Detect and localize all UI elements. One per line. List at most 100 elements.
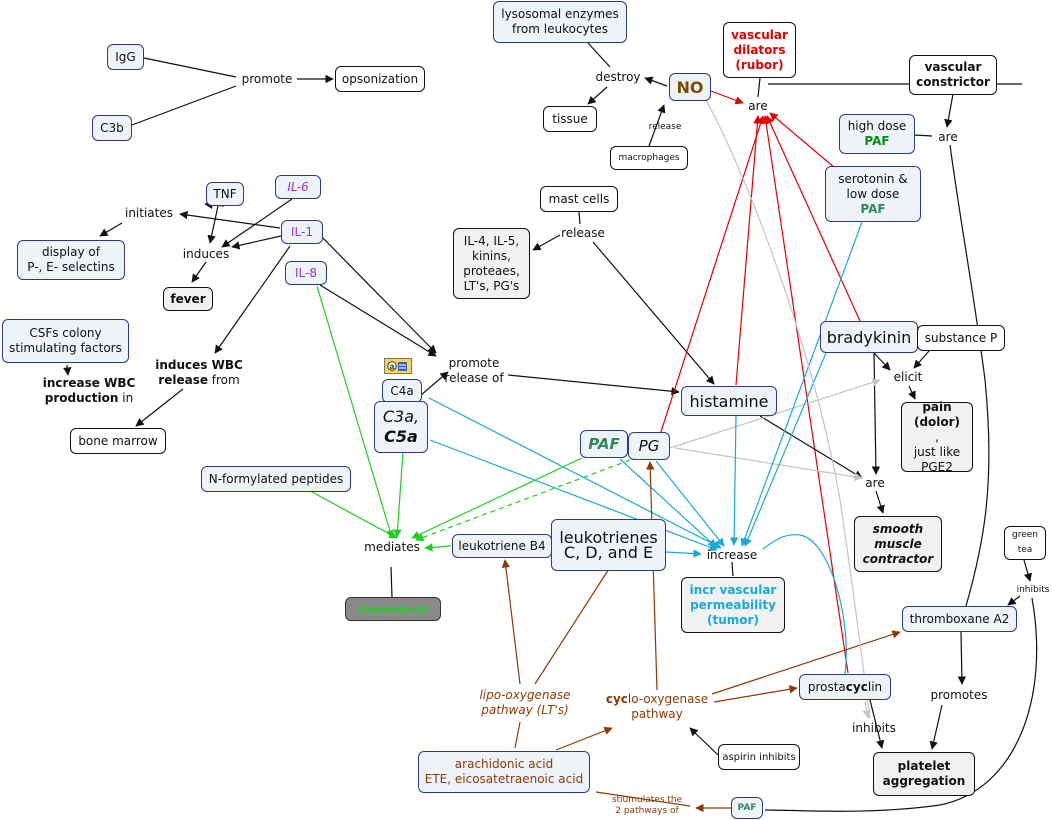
- link-stimulates: stiumulates the 2 pathways of: [611, 795, 683, 816]
- serotonin-paf-text: PAF: [860, 201, 886, 216]
- node-n-formylated[interactable]: N-formylated peptides: [201, 466, 351, 492]
- link-inhibits-bottom: inhibits: [852, 720, 896, 735]
- connector-line: [766, 115, 861, 322]
- node-csfs[interactable]: CSFs colony stimulating factors: [2, 319, 129, 363]
- connector-line: [221, 198, 293, 248]
- node-macrophages[interactable]: macrophages: [610, 146, 688, 170]
- link-release: release: [561, 225, 605, 240]
- node-c3b[interactable]: C3b: [92, 115, 132, 141]
- connector-line: [713, 685, 798, 703]
- connector-line: [63, 364, 72, 376]
- connector-line: [711, 630, 901, 695]
- node-green-tea[interactable]: green tea: [1004, 526, 1046, 560]
- link-increase: increase: [706, 547, 758, 562]
- connector-line: [735, 115, 762, 386]
- svg-text:a: a: [390, 362, 395, 371]
- connector-line: [99, 222, 123, 237]
- node-thromboxane-a2[interactable]: thromboxane A2: [902, 606, 1017, 632]
- connector-line: [393, 451, 404, 538]
- connector-line: [731, 561, 734, 577]
- connector-line: [135, 388, 184, 427]
- node-bradykinin[interactable]: bradykinin: [820, 321, 918, 353]
- node-interleukins-kinins[interactable]: IL-4, IL-5, kinins, proteaes, LT's, PG's: [453, 228, 530, 299]
- link-elicit: elicit: [893, 369, 923, 384]
- increase-wbc-in: in: [118, 391, 134, 405]
- node-pain[interactable]: pain (dolor), just like PGE2: [901, 400, 973, 474]
- node-leukotriene-b4[interactable]: leukotriene B4: [452, 534, 552, 558]
- node-platelet-aggregation[interactable]: platelet aggregation: [873, 752, 975, 796]
- node-display-selectins[interactable]: display of P-, E- selectins: [17, 240, 125, 280]
- high-dose-paf-text: PAF: [864, 134, 890, 148]
- node-bone-marrow[interactable]: bone marrow: [70, 428, 166, 454]
- cyclo-rest: lo-oxygenase pathway: [627, 692, 709, 721]
- induces-wbc-from: from: [207, 373, 240, 387]
- prostacyclin-b: cyc: [845, 679, 868, 694]
- connector-line: [595, 791, 691, 807]
- node-aspirin[interactable]: aspirin inhibits: [718, 744, 800, 770]
- node-il8[interactable]: IL-8: [285, 261, 327, 285]
- link-promotes: promotes: [930, 687, 988, 702]
- link-induces-wbc-release: induces WBC release from: [145, 358, 253, 388]
- connector-line: [665, 549, 702, 558]
- node-vascular-dilators[interactable]: vascular dilators (rubor): [723, 22, 796, 78]
- link-increase-wbc: increase WBC production in: [30, 376, 148, 406]
- connector-line: [913, 134, 933, 137]
- node-c4a[interactable]: C4a: [382, 379, 422, 403]
- increase-wbc-bold: increase WBC production: [42, 376, 136, 405]
- node-opsonization[interactable]: opsonization: [335, 66, 425, 92]
- connector-line: [744, 352, 827, 547]
- link-release-small: release: [648, 121, 682, 132]
- node-leukotrienes-cde[interactable]: leukotrienes C, D, and E: [551, 519, 666, 571]
- node-c3a-c5a[interactable]: C3a,C5a: [374, 401, 428, 453]
- node-tissue[interactable]: tissue: [543, 106, 597, 132]
- node-il1[interactable]: IL-1: [281, 220, 323, 244]
- node-tnf[interactable]: TNF: [206, 182, 244, 206]
- node-vascular-constrictor[interactable]: vascular constrictor: [909, 55, 997, 95]
- connector-line: [1007, 595, 1021, 606]
- connector-line: [871, 352, 881, 475]
- connector-line: [764, 597, 1038, 812]
- connector-line: [587, 42, 611, 68]
- node-mast-cells[interactable]: mast cells: [540, 186, 618, 212]
- link-promote-release: promote release of: [444, 356, 504, 385]
- link-are-top: are: [748, 98, 768, 113]
- high-dose-text: high dose: [847, 119, 907, 133]
- connector-line: [319, 284, 437, 357]
- node-paf-mid[interactable]: PAF: [580, 430, 628, 458]
- link-destroy: destroy: [595, 69, 641, 84]
- resource-attachment-icon[interactable]: a: [384, 358, 412, 374]
- connector-line: [1023, 559, 1032, 582]
- node-no[interactable]: NO: [669, 73, 711, 101]
- node-smooth-muscle[interactable]: smooth muscle contractor: [854, 516, 942, 572]
- connector-line: [949, 144, 990, 607]
- connector-line: [740, 221, 863, 547]
- connector-line: [674, 447, 863, 481]
- node-chemotaxis[interactable]: chemotaxis: [345, 597, 441, 621]
- node-pg[interactable]: PG: [628, 432, 670, 460]
- connector-line: [317, 232, 437, 354]
- node-fever[interactable]: fever: [163, 287, 213, 311]
- c5a-text: C5a: [384, 427, 418, 446]
- prostacyclin-a: prosta: [807, 679, 846, 694]
- node-arachidonic-acid[interactable]: arachidonic acid ETE, eicosatetraenoic a…: [418, 751, 590, 793]
- connector-line: [578, 211, 581, 225]
- link-cyclo-oxygenase: cyclo-oxygenase pathway: [598, 690, 716, 724]
- prostacyclin-c: lin: [867, 679, 883, 694]
- node-substance-p[interactable]: substance P: [917, 325, 1005, 351]
- node-incr-vascular-permeability[interactable]: incr vascular permeability (tumor): [681, 577, 785, 633]
- connector-line: [424, 543, 452, 552]
- node-prostacyclin[interactable]: prostacyclin: [799, 674, 891, 700]
- serotonin-text: serotonin & low dose: [838, 171, 908, 201]
- link-promote: promote: [241, 71, 293, 86]
- connector-line: [415, 459, 631, 542]
- node-il6[interactable]: IL-6: [275, 175, 321, 199]
- node-histamine[interactable]: histamine: [681, 386, 777, 416]
- node-paf-bottom[interactable]: PAF: [731, 797, 763, 819]
- connector-line: [316, 285, 394, 539]
- node-lysosomal-enzymes[interactable]: lysosomal enzymes from leukocytes: [493, 1, 627, 43]
- node-igg[interactable]: IgG: [107, 44, 144, 70]
- connector-line: [311, 491, 398, 539]
- connector-line: [644, 76, 668, 87]
